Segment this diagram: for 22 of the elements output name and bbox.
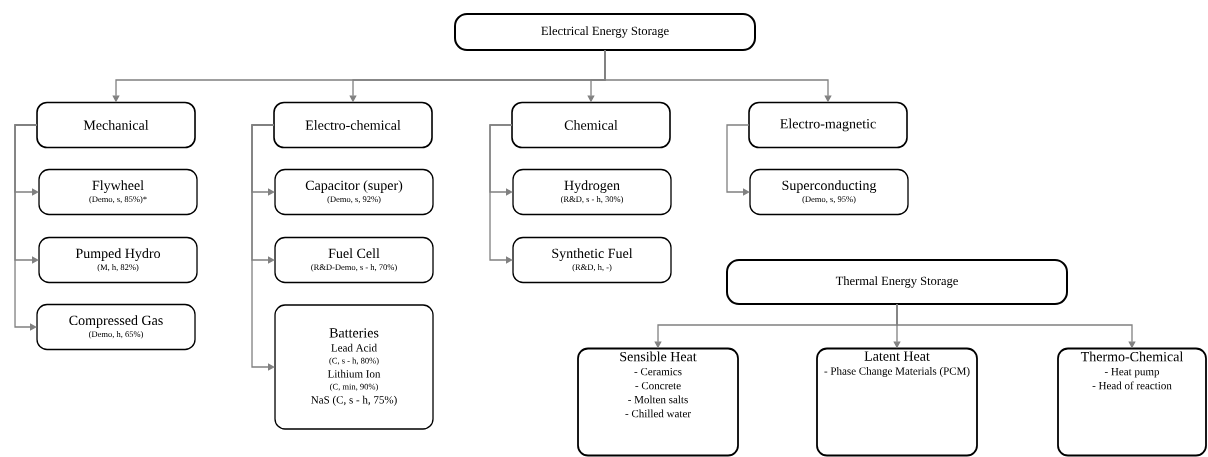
- technology-box: Superconducting (Demo, s, 95%): [749, 168, 909, 216]
- technology-box: Hydrogen (R&D, s - h, 30%): [512, 168, 672, 216]
- technology-box: Fuel Cell (R&D-Demo, s - h, 70%): [274, 236, 434, 284]
- category-box: Chemical: [511, 101, 671, 149]
- category-box: Electro-chemical: [273, 101, 433, 149]
- category-box: Electro-magnetic: [748, 101, 908, 149]
- root-box: Thermal Energy Storage: [726, 259, 1068, 305]
- arrow: [489, 124, 513, 264]
- technology-box: Batteries Lead Acid (C, s - h, 80%) Lithium Ion (C, min, 90%) NaS (C, s - h, 75%): [274, 304, 434, 430]
- arrow: [726, 124, 750, 196]
- category-box: Mechanical: [36, 101, 196, 149]
- technology-box: Flywheel (Demo, s, 85%)*: [38, 168, 198, 216]
- technology-box: Synthetic Fuel (R&D, h, -): [512, 236, 672, 284]
- root-box: Electrical Energy Storage: [454, 13, 756, 51]
- arrow: [14, 124, 38, 331]
- technology-box: Sensible Heat - Ceramics - Concrete - Molten salts - Chilled water: [577, 347, 739, 457]
- arrow: [251, 124, 275, 371]
- technology-box: Capacitor (super) (Demo, s, 92%): [274, 168, 434, 216]
- technology-box: Pumped Hydro (M, h, 82%): [38, 236, 198, 284]
- technology-box: Compressed Gas (Demo, h, 65%): [36, 303, 196, 351]
- technology-box: Thermo-Chemical - Heat pump - Head of reaction: [1057, 347, 1207, 457]
- technology-box: Latent Heat - Phase Change Materials (PCM): [816, 347, 978, 457]
